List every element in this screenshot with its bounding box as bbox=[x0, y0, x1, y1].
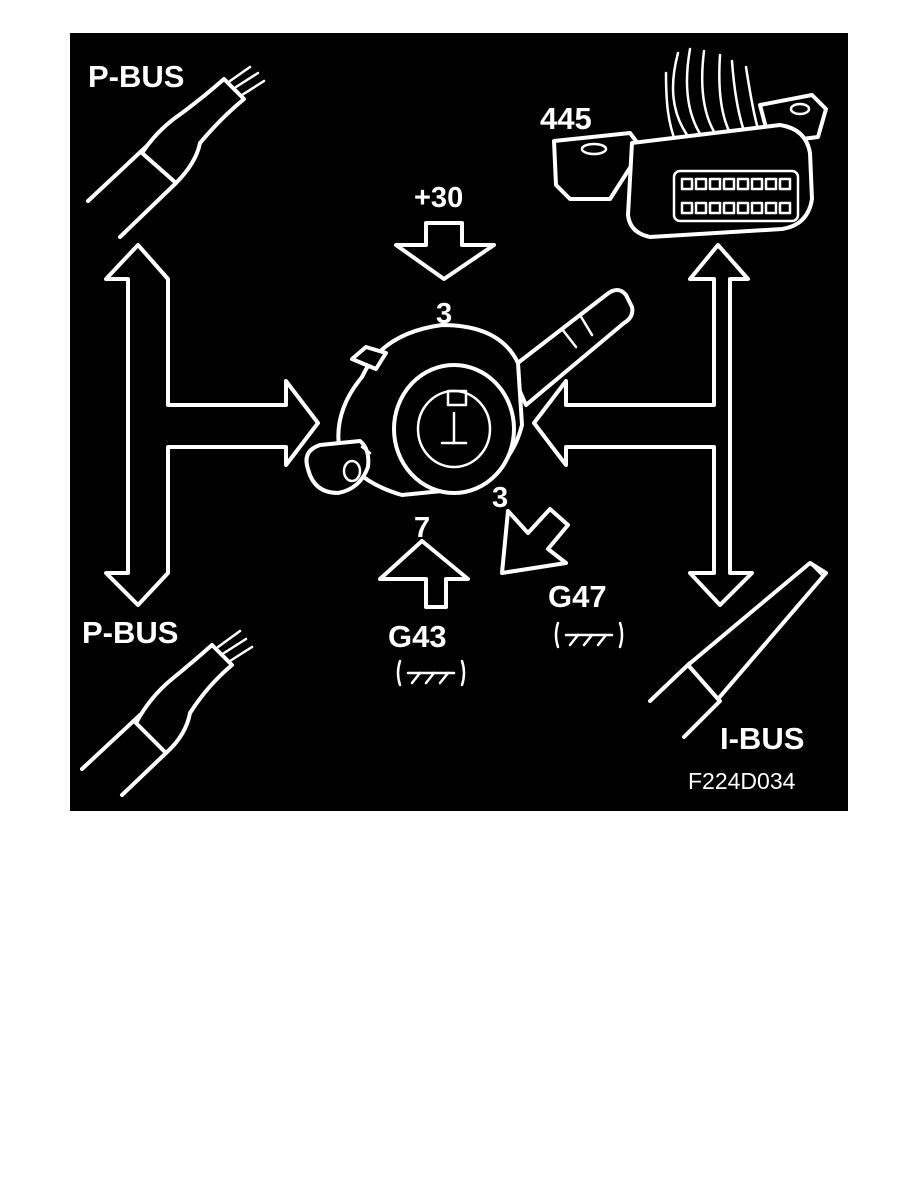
plus30-arrow bbox=[394, 221, 496, 281]
g43-arrow bbox=[378, 539, 470, 609]
label-plus30: +30 bbox=[414, 182, 463, 214]
g47-arrow bbox=[500, 507, 570, 575]
label-pin-top: 3 bbox=[436, 298, 452, 330]
label-g47: G47 bbox=[548, 579, 607, 614]
left-bus-arrow bbox=[104, 243, 320, 607]
diagnostic-connector-illustration bbox=[552, 47, 828, 239]
wiring-diagram: P-BUS P-BUS I-BUS 445 +30 3 7 3 G43 G47 … bbox=[70, 33, 848, 811]
label-figure-id: F224D034 bbox=[688, 768, 796, 794]
right-bus-arrow bbox=[532, 243, 754, 607]
label-pin-right: 3 bbox=[492, 482, 508, 514]
cable-top-left bbox=[86, 65, 266, 239]
label-connector-445: 445 bbox=[540, 101, 592, 136]
steering-column-switch-illustration bbox=[304, 288, 635, 497]
ground-symbol-g47 bbox=[554, 621, 624, 649]
label-pin-bottom: 7 bbox=[414, 512, 430, 544]
cable-bottom-right bbox=[648, 561, 828, 739]
cable-bottom-left bbox=[80, 629, 254, 797]
label-p-bus-top: P-BUS bbox=[88, 59, 184, 94]
label-g43: G43 bbox=[388, 619, 447, 654]
ground-symbol-g43 bbox=[396, 659, 466, 687]
label-p-bus-bottom: P-BUS bbox=[82, 615, 178, 650]
label-i-bus: I-BUS bbox=[720, 721, 804, 756]
